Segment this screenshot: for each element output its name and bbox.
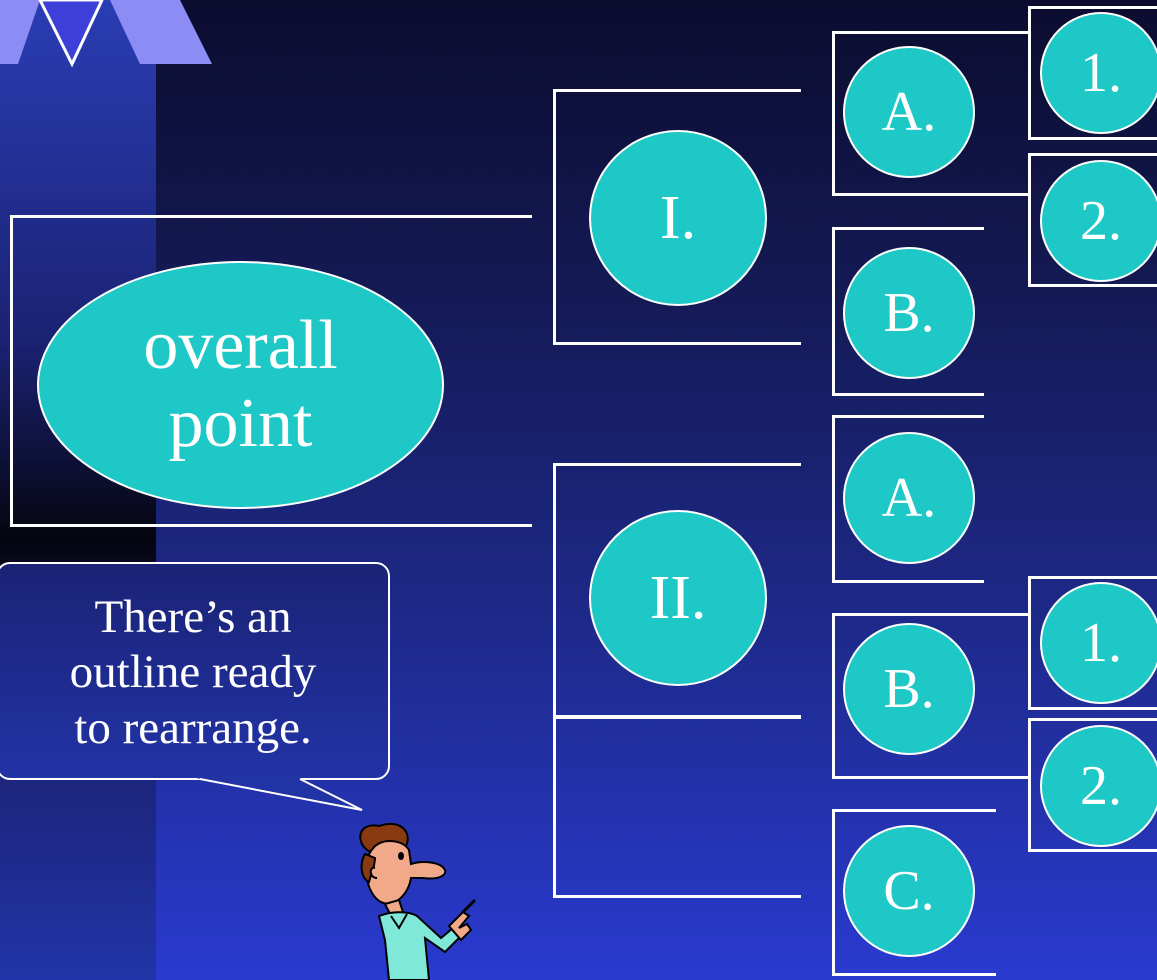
node-II-B: B. bbox=[843, 623, 975, 755]
node-II-C: C. bbox=[843, 825, 975, 957]
bracket-II-lower bbox=[553, 716, 801, 898]
node-I-B: B. bbox=[843, 247, 975, 379]
node-I-A: A. bbox=[843, 46, 975, 178]
node-I-A-1: 1. bbox=[1040, 12, 1157, 134]
cartoon-man-illustration bbox=[345, 820, 485, 980]
node-II-A: A. bbox=[843, 432, 975, 564]
node-II-B-2: 2. bbox=[1040, 725, 1157, 847]
node-II-B-1: 1. bbox=[1040, 582, 1157, 704]
speech-bubble-tail bbox=[0, 0, 420, 840]
node-II: II. bbox=[589, 510, 767, 686]
node-I: I. bbox=[589, 130, 767, 306]
node-I-A-2: 2. bbox=[1040, 160, 1157, 282]
